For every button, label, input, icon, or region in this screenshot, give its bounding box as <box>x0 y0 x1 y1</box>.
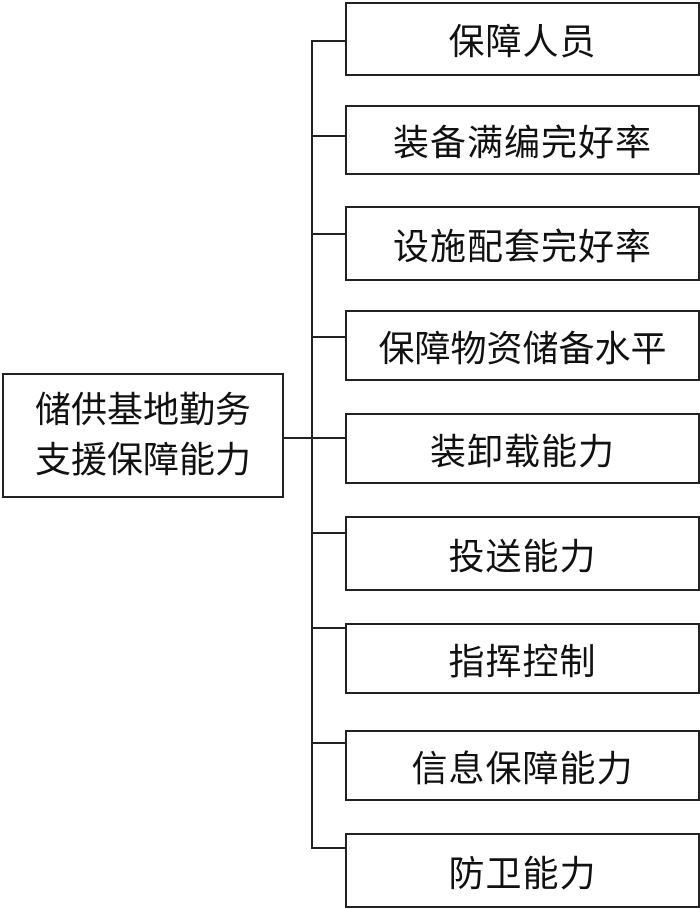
child-label: 保障人员 <box>448 22 597 63</box>
branch-connector <box>311 627 345 629</box>
child-label: 保障物资储备水平 <box>378 328 667 370</box>
bus-line <box>311 40 313 848</box>
branch-connector <box>311 742 345 744</box>
child-node-personnel: 保障人员 <box>345 2 700 76</box>
child-node-info-support: 信息保障能力 <box>345 730 700 801</box>
root-node: 储供基地勤务 支援保障能力 <box>2 373 284 498</box>
branch-connector <box>311 135 345 137</box>
child-node-equipment-rate: 装备满编完好率 <box>345 105 700 175</box>
child-label: 装卸载能力 <box>429 431 615 473</box>
branch-connector <box>311 847 345 849</box>
child-node-command-control: 指挥控制 <box>345 623 700 694</box>
child-node-facility-rate: 设施配套完好率 <box>345 206 700 281</box>
branch-connector <box>311 40 345 42</box>
branch-connector <box>311 532 345 534</box>
root-label-line1: 储供基地勤务 <box>34 389 251 431</box>
child-node-defense-capacity: 防卫能力 <box>345 833 700 908</box>
child-node-delivery-capacity: 投送能力 <box>345 516 700 591</box>
branch-connector <box>311 233 345 235</box>
branch-connector <box>311 437 345 439</box>
child-label: 投送能力 <box>448 536 597 578</box>
branch-connector <box>311 336 345 338</box>
child-label: 设施配套完好率 <box>392 226 652 268</box>
root-connector <box>284 437 312 439</box>
child-label: 指挥控制 <box>448 641 597 683</box>
child-node-loading-capacity: 装卸载能力 <box>345 413 700 484</box>
child-label: 装备满编完好率 <box>392 123 652 164</box>
root-label-line2: 支援保障能力 <box>34 439 251 481</box>
child-label: 防卫能力 <box>448 853 597 895</box>
child-node-material-reserve: 保障物资储备水平 <box>345 310 700 381</box>
child-label: 信息保障能力 <box>411 748 634 790</box>
